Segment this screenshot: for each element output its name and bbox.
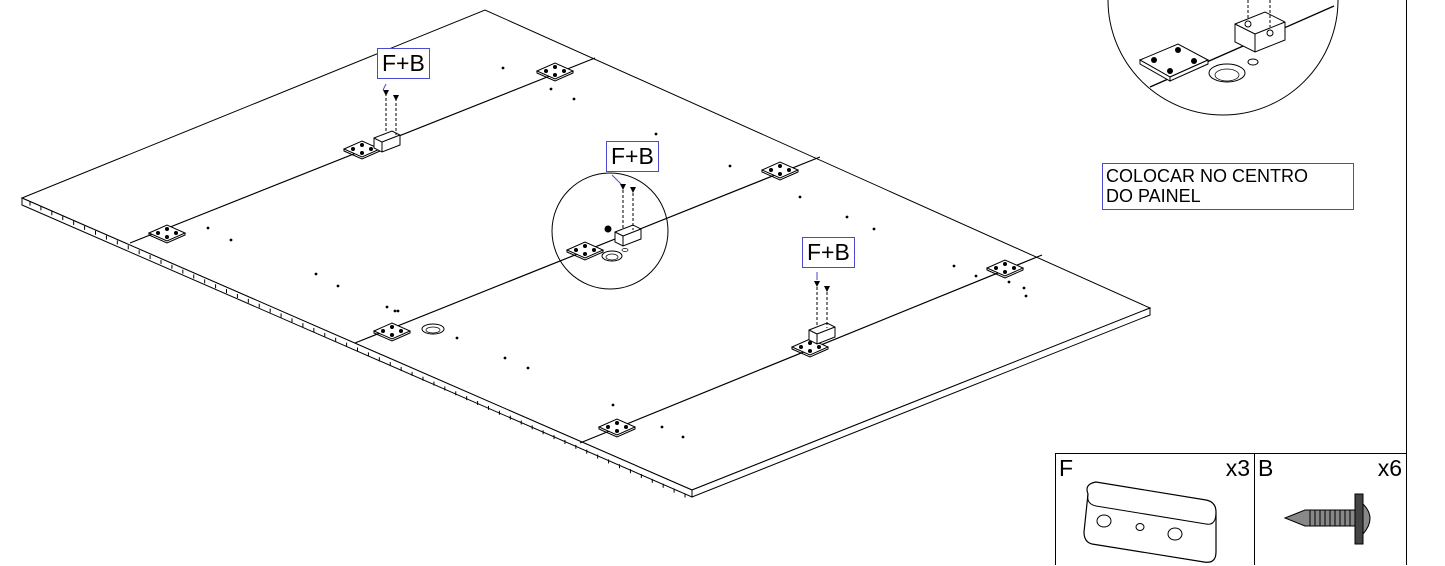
drill-hole [572,97,576,101]
connector-left [373,83,401,153]
drill-hole [1022,286,1026,290]
screw-icon [1283,493,1371,545]
board-edge-right [691,307,1151,498]
part-b-quantity: x6 [1377,455,1402,481]
drill-hole [206,226,210,230]
note-line-1: COLOCAR NO CENTRO [1106,166,1309,186]
drill-hole [1007,280,1011,284]
edge-notches [29,201,686,498]
hinge-plate [760,161,800,181]
drill-hole [526,366,530,370]
hinge-plate [985,259,1025,279]
connector-block-icon [1083,481,1217,563]
hinge-plate [597,418,637,438]
part-f-quantity: x3 [1225,455,1250,481]
drill-hole [654,132,658,136]
part-b-letter: B [1258,455,1274,481]
hinge-plate [147,224,187,244]
drill-hole [872,227,876,231]
drill-hole [681,435,685,439]
large-hole [421,323,445,335]
magnified-detail [1107,0,1339,116]
drill-hole [660,425,664,429]
callout-center: F+B [606,141,659,172]
hinge-plate [565,241,605,261]
callout-left: F+B [377,48,430,79]
drill-hole [501,66,505,70]
connector-right [808,272,836,345]
part-f-box: F x3 [1055,453,1255,565]
part-b-box: B x6 [1254,453,1407,565]
center-panel-note: COLOCAR NO CENTRO DO PAINEL [1102,163,1354,210]
drill-hole [952,264,956,268]
drill-hole [455,336,459,340]
drill-hole [503,356,507,360]
drill-hole [336,284,340,288]
drill-hole [974,274,978,278]
hinge-plates [147,62,1025,438]
drill-hole [314,272,318,276]
frame-border [1406,0,1407,563]
note-line-2: DO PAINEL [1106,186,1201,206]
callout-right: F+B [802,237,855,268]
drill-hole [385,305,389,309]
drill-hole [845,215,849,219]
connector-center [601,174,642,262]
drill-hole [393,309,397,313]
drill-hole [728,164,732,168]
hinge-plate [535,62,575,82]
detail-circle [551,172,669,290]
large-hole-inner [425,326,441,334]
drill-hole [229,238,233,242]
drill-hole [611,403,615,407]
drill-holes [206,66,1028,439]
drill-hole [798,195,802,199]
drill-hole [1024,294,1028,298]
part-f-letter: F [1059,455,1074,481]
drill-hole [549,87,553,91]
hinge-plate [372,322,412,342]
drill-hole [396,309,400,313]
